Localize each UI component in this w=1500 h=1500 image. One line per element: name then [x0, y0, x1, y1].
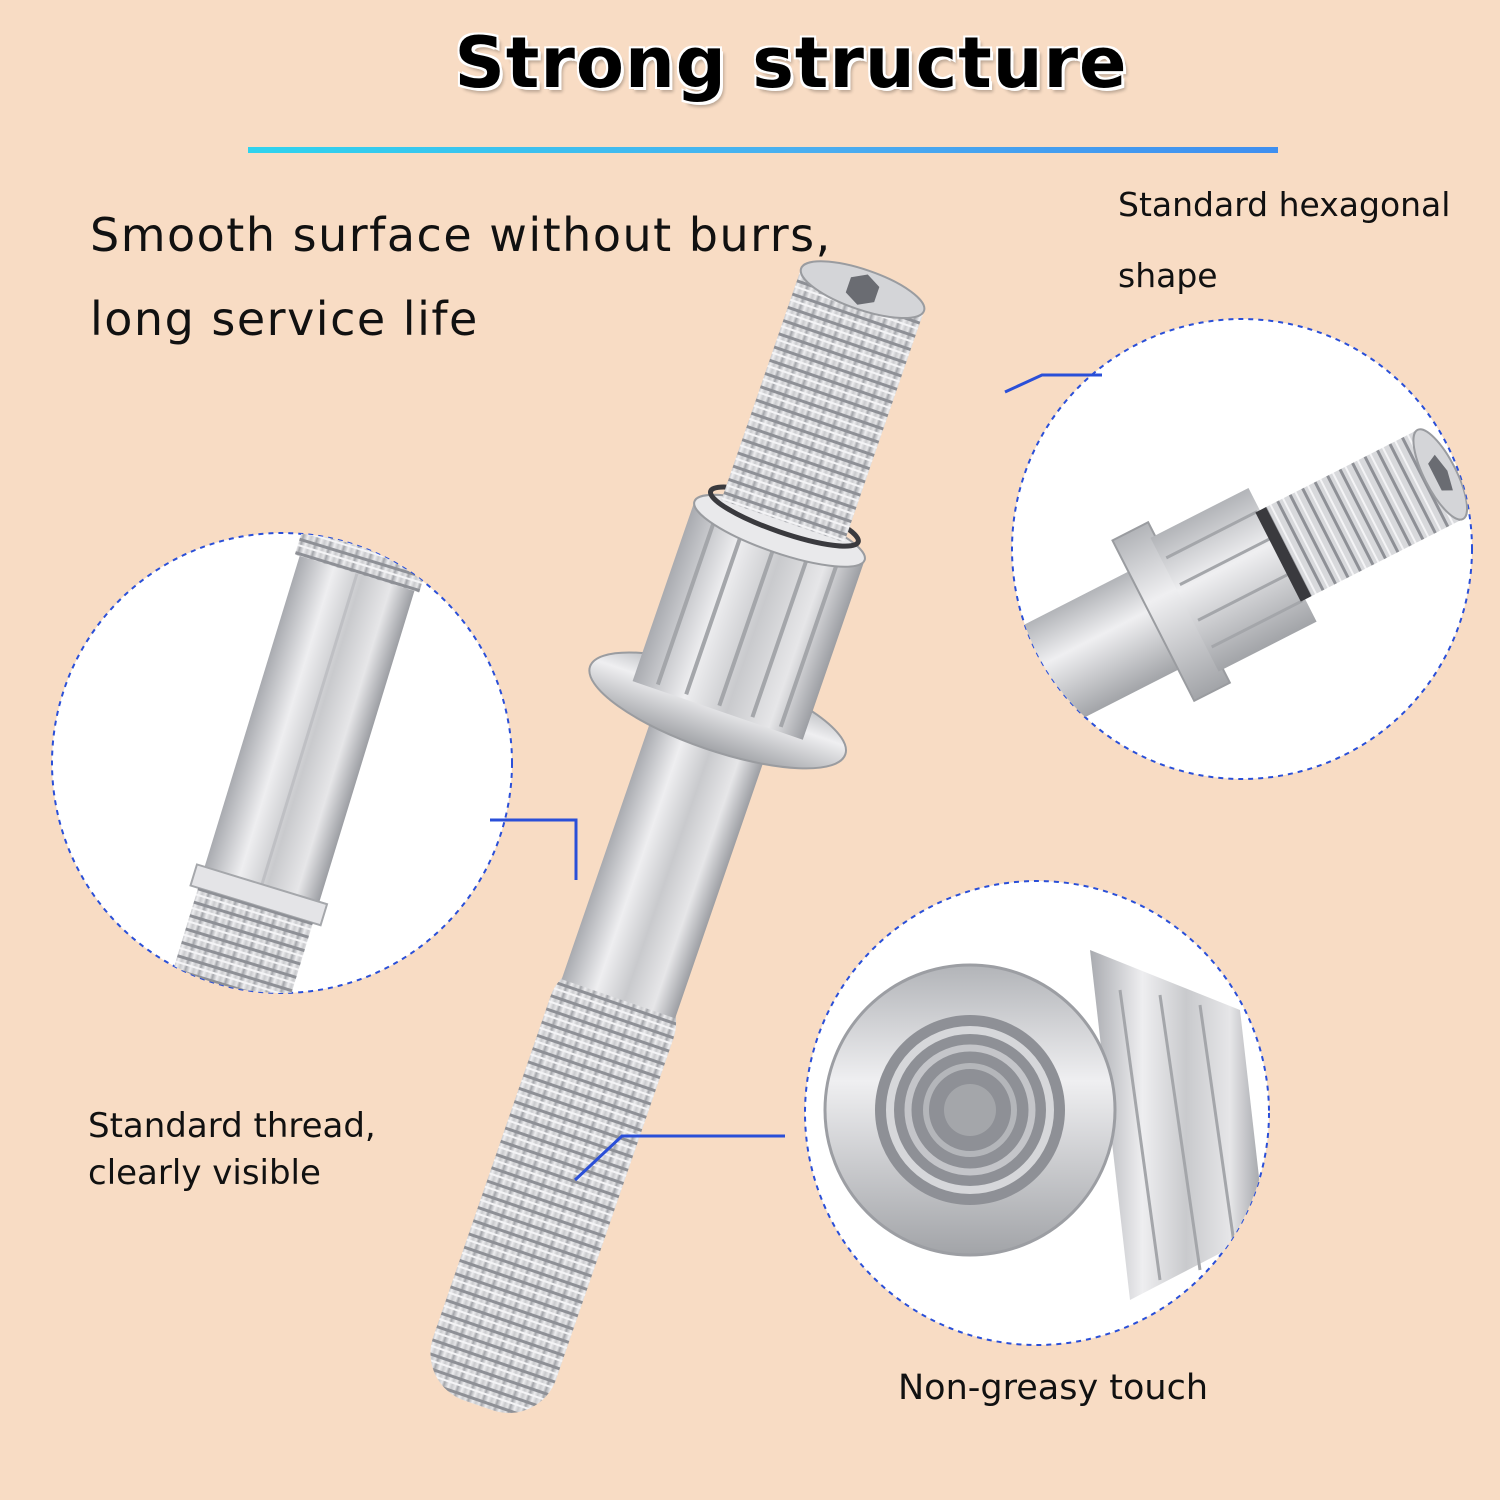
callout-smooth-line2: long service life [90, 292, 479, 346]
upper-thread-section [721, 268, 925, 543]
callout-nongreasy: Non-greasy touch [898, 1368, 1209, 1408]
leader-line-surface [490, 818, 578, 880]
smooth-shank [561, 695, 773, 1019]
callout-hex-line1: Standard hexagonal [1118, 185, 1451, 224]
callout-thread-line1: Standard thread, [88, 1106, 376, 1146]
callout-smooth-line1: Smooth surface without burrs, [90, 208, 832, 262]
leader-line-hex [1004, 373, 1102, 394]
lower-thread-section [430, 962, 677, 1413]
page-title: Strong structure [454, 22, 1128, 104]
title-underline [248, 147, 1278, 153]
detail-circle-nut [804, 880, 1270, 1346]
main-stud-bolt [430, 260, 926, 1413]
hex-socket [845, 274, 880, 305]
leader-line-nut [573, 1134, 785, 1182]
callout-hex-line2: shape [1118, 256, 1218, 295]
callout-thread-line2: clearly visible [88, 1153, 321, 1193]
detail-circle-hex [1011, 318, 1473, 780]
detail-circle-surface [51, 532, 513, 994]
